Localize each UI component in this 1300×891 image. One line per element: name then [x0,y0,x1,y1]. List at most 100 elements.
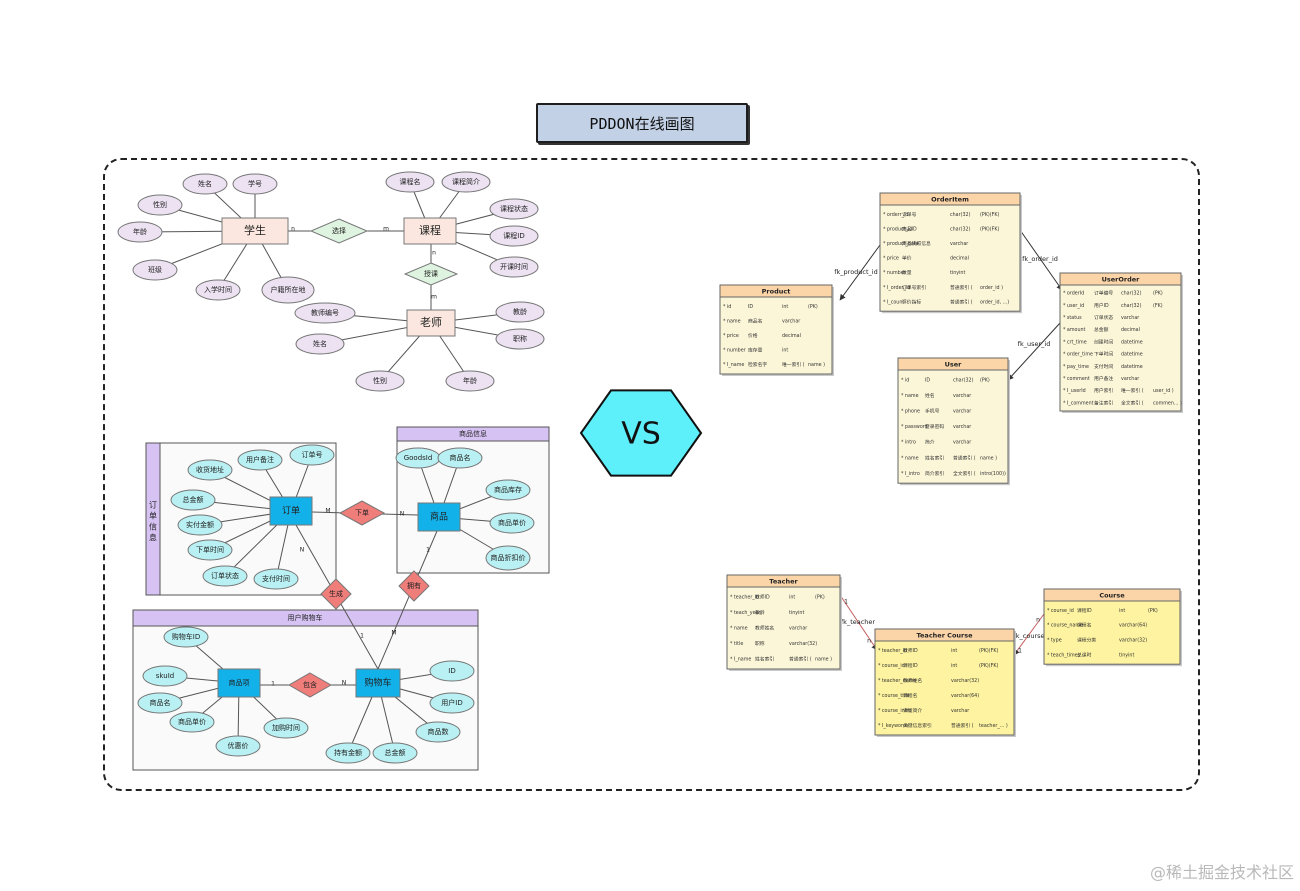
table-cell: * course_title [878,693,910,699]
table-cell: 用户索引 [1094,387,1113,394]
relation-label: 下单 [355,508,369,517]
connector-line [377,530,438,670]
attribute-ellipse [253,568,299,590]
table-cell: 教师姓名 [903,677,922,684]
table-cell: 商品快照信息 [902,240,931,247]
table-cell: * price [883,256,899,262]
vs-hexagon [579,389,703,477]
entity-box [269,496,313,526]
attribute-label: 商品单价 [498,518,526,527]
attribute-ellipse [237,449,283,471]
table-cell: int [951,648,957,654]
attribute-label: 职称 [513,334,527,343]
table-cell: datetime [1121,352,1143,358]
table-cell: (PK)(FK) [979,648,999,654]
table-cell: * crt_time [1063,339,1087,345]
table-cell: * I_name [730,657,751,663]
cart-group-title: 用户购物车 [288,613,323,622]
er-diagram-shop: 订单信息商品信息用户购物车收货地址用户备注订单号总金额实付金额下单时间订单状态支… [132,426,550,771]
cardinality-label: 1 [426,547,430,554]
table-cell: 普通索引 ( [950,284,973,291]
table-cell: 教师姓名 [755,625,774,632]
table-name: Course [1099,592,1125,600]
attribute-label: 年龄 [463,376,477,385]
table-cell: (PK) [1148,608,1158,614]
attribute-ellipse [485,479,531,501]
attribute-label: 加购时间 [272,723,300,732]
attribute-label: 总金额 [183,495,204,504]
attribute-label: 教师编号 [311,308,339,317]
attribute-ellipse [202,565,248,587]
table-cell: int [1119,608,1125,614]
attribute-label: skuId [156,672,174,680]
entity-label: 订单 [282,505,300,517]
attribute-label: 入学时间 [204,285,232,294]
table-cell: 姓名 [925,392,935,399]
attribute-ellipse [261,276,315,304]
table-name: User [945,361,963,369]
entity-label: 购物车 [364,677,391,689]
table-cell: 普通索引 ( [950,298,973,305]
attribute-ellipse [441,171,491,193]
relation-diamond [309,218,369,244]
table-cell: * teacher_id [730,594,759,600]
table-cell: * course_name [1047,623,1083,629]
attribute-ellipse [429,692,475,714]
relational-tables: fk_product_idfk_order_idfk_user_idfk_tea… [719,192,1183,737]
table-cell: * I_count [883,299,904,305]
table-body [1059,284,1182,412]
table-cell: varchar [951,708,969,714]
entity-box [406,309,456,337]
table-cell: 课程ID [1077,607,1092,614]
table-cell: * name [730,626,748,632]
entity-box [217,668,261,698]
table-name: UserOrder [1102,276,1141,284]
table-cell: varchar [1121,315,1139,321]
attribute-ellipse [187,459,233,481]
relation-diamond [403,262,459,286]
table-cell: * name [901,393,919,399]
table-cell: * I_intro [901,471,920,477]
table-cell: ID [925,377,930,383]
attribute-label: ID [448,667,455,675]
table-cell: varchar(64) [951,693,979,699]
table-cell: 库存量 [748,347,763,354]
attribute-label: 实付金额 [186,520,214,529]
attribute-label: 课程简介 [452,177,480,186]
table-cell: varchar [953,424,971,430]
table-cell: * type [1047,638,1062,644]
cardinality-label: N [300,547,305,554]
cardinality-label: N [342,680,347,687]
attribute-ellipse [132,259,178,281]
attribute-ellipse [170,489,216,511]
table-cell: 价格 [748,332,758,339]
cardinality-label: m [383,226,389,233]
dashed-frame [103,158,1200,791]
table-cell: 订单状态 [1094,314,1113,321]
relation-label: 包含 [303,680,317,689]
table-cell: 总课时 [1077,651,1092,658]
table-body [897,369,1009,484]
table-cell: 唯一索引 ( [782,361,805,368]
attribute-label: 开课时间 [500,262,528,271]
table-cell: 订单号索引 [902,284,926,291]
attribute-label: 持有金额 [334,748,362,757]
table-cell: name ) [815,657,832,663]
table-cell: datetime [1121,339,1143,345]
er-diagram-school: 姓名学号性别年龄班级入学时间户籍所在地课程名课程简介课程状态课程ID开课时间教师… [117,171,545,392]
table-cell: * id [723,304,731,310]
attribute-ellipse [489,198,539,220]
table-cell: char(32) [1121,303,1142,309]
attribute-ellipse [169,711,215,733]
table-cell: tinyint [789,610,804,616]
table-cell: * teach_times [1047,652,1081,658]
table-cell: 备注索引 [1094,399,1113,406]
table-cell: 下单时间 [1094,351,1113,358]
order-group-title: 信 [149,522,157,532]
attribute-label: 课程ID [503,231,524,240]
attribute-label: 教龄 [513,307,527,316]
table-cell: varchar(32) [789,641,817,647]
table-cell: tinyint [1119,652,1134,658]
table-cell: int [782,304,788,310]
table-cell: 数量 [902,269,912,276]
